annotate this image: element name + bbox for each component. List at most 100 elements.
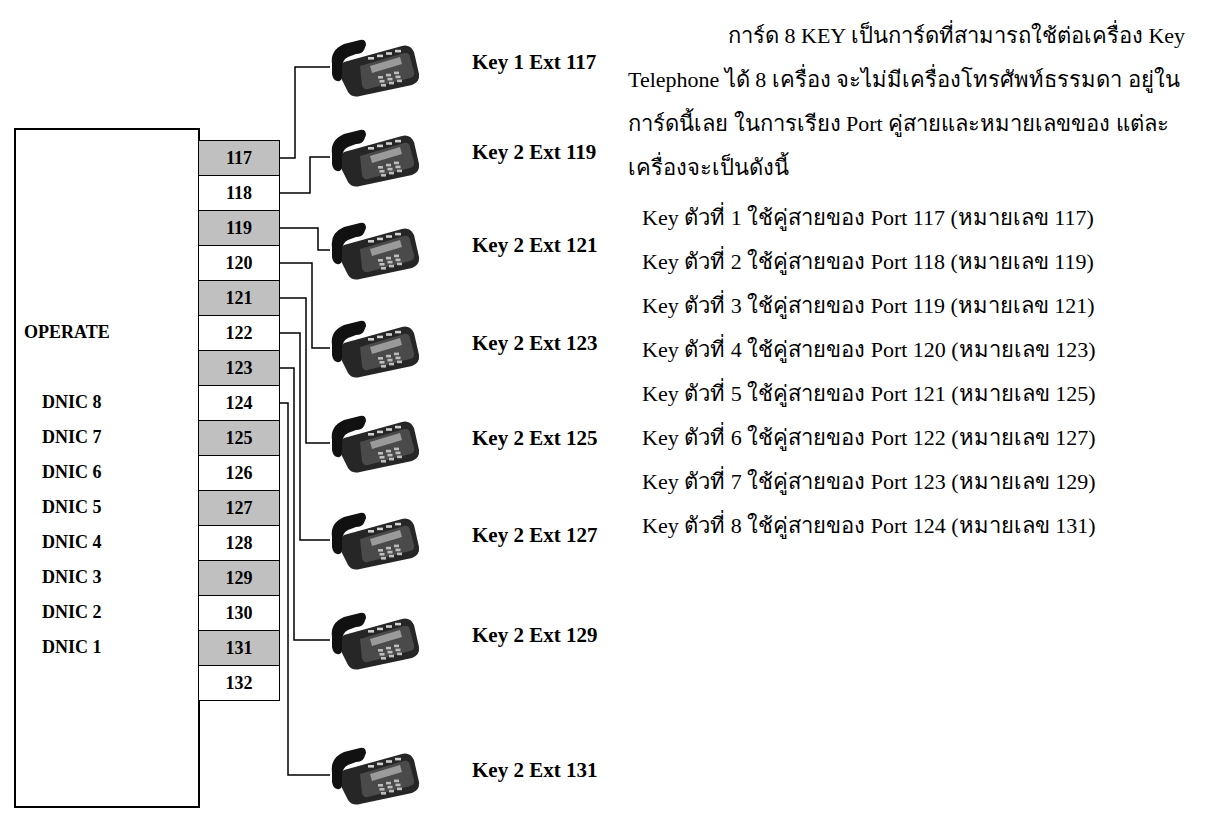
phone-softkey: [395, 331, 401, 334]
phone-key: [378, 649, 383, 652]
phone-key: [378, 784, 383, 787]
phone-key: [396, 452, 401, 455]
wire: [280, 263, 330, 348]
phone-key: [389, 265, 394, 268]
phone-key: [381, 792, 386, 795]
extension-label: Key 2 Ext 119: [472, 140, 596, 165]
phone-key: [380, 653, 385, 656]
phone-softkey: [386, 333, 392, 336]
phone-softkey: [377, 628, 383, 631]
phone-softkey: [386, 760, 392, 763]
dnic-label: DNIC 7: [42, 420, 102, 455]
phone-key: [397, 80, 402, 83]
phone-display: [370, 240, 402, 256]
phone-softkey: [377, 238, 383, 241]
key-telephone: Key 2 Ext 123: [330, 317, 420, 379]
phone-key: [389, 458, 394, 461]
phone-key: [378, 549, 383, 552]
phone-face: [360, 53, 414, 89]
phone-key: [386, 257, 391, 260]
phone-softkey: [386, 428, 392, 431]
dnic-label: DNIC 1: [42, 630, 102, 665]
phone-display: [370, 765, 402, 781]
phone-key: [381, 557, 386, 560]
port-number: 118: [226, 183, 252, 204]
phone-softkey: [386, 235, 392, 238]
phone-display: [370, 630, 402, 646]
phone-face: [360, 526, 414, 562]
port-cell: 131: [198, 630, 280, 666]
phone-key: [388, 551, 393, 554]
phone-display: [370, 530, 402, 546]
phone-key: [388, 454, 393, 457]
key-telephone: Key 2 Ext 125: [330, 412, 420, 474]
phone-key: [381, 174, 386, 177]
phone-key: [388, 168, 393, 171]
extension-label: Key 2 Ext 127: [472, 523, 597, 548]
phone-key: [397, 456, 402, 459]
phone-icon: [330, 412, 420, 474]
phone-softkey: [368, 630, 374, 633]
phone-key: [388, 786, 393, 789]
port-cell: 119: [198, 210, 280, 246]
port-cell: 129: [198, 560, 280, 596]
phone-softkey: [377, 763, 383, 766]
phone-key: [394, 72, 399, 75]
port-list-item: Key ตัวที่ 6 ใช้คู่สายของ Port 122 (หมาย…: [642, 416, 1095, 460]
extension-label: Key 2 Ext 123: [472, 331, 597, 356]
wire: [280, 67, 330, 158]
line-card: OPERATEDNIC 8DNIC 7DNIC 6DNIC 5DNIC 4DNI…: [14, 128, 200, 808]
extension-label: Key 2 Ext 129: [472, 623, 597, 648]
port-list-item: Key ตัวที่ 3 ใช้คู่สายของ Port 119 (หมาย…: [642, 284, 1095, 328]
phone-key: [394, 780, 399, 783]
phone-face: [360, 429, 414, 465]
phone-display: [370, 338, 402, 354]
phone-softkey: [386, 52, 392, 55]
phone-handset: [332, 416, 366, 457]
port-list-item: Key ตัวที่ 2 ใช้คู่สายของ Port 118 (หมาย…: [642, 240, 1094, 284]
key-telephone: Key 2 Ext 119: [330, 126, 420, 188]
port-number: 128: [226, 533, 253, 554]
phone-icon: [330, 126, 420, 188]
phone-key: [388, 359, 393, 362]
dnic-label: DNIC 2: [42, 595, 102, 630]
phone-icon: [330, 36, 420, 98]
phone-softkey: [368, 240, 374, 243]
phone-icon: [330, 609, 420, 671]
phone-key: [389, 655, 394, 658]
phone-key: [380, 553, 385, 556]
phone-handset: [332, 130, 366, 171]
port-list-item: Key ตัวที่ 4 ใช้คู่สายของ Port 120 (หมาย…: [642, 328, 1095, 372]
port-cell: 123: [198, 350, 280, 386]
port-number: 120: [226, 253, 253, 274]
phone-key: [389, 363, 394, 366]
phone-handset: [332, 613, 366, 654]
phone-softkey: [395, 50, 401, 53]
port-number: 121: [226, 288, 253, 309]
phone-key: [396, 784, 401, 787]
phone-softkey: [368, 433, 374, 436]
port-cell: 118: [198, 175, 280, 211]
phone-face: [360, 334, 414, 370]
port-list-item: Key ตัวที่ 7 ใช้คู่สายของ Port 123 (หมาย…: [642, 460, 1095, 504]
phone-softkey: [395, 426, 401, 429]
phone-key: [388, 261, 393, 264]
port-number: 127: [226, 498, 253, 519]
phone-key: [389, 172, 394, 175]
port-number: 131: [226, 638, 253, 659]
phone-key: [397, 653, 402, 656]
port-number: 132: [226, 673, 253, 694]
wire: [280, 157, 330, 193]
port-cell: 125: [198, 420, 280, 456]
port-cell: 130: [198, 595, 280, 631]
phone-key: [378, 166, 383, 169]
phone-key: [397, 170, 402, 173]
phone-key: [389, 82, 394, 85]
phone-softkey: [386, 625, 392, 628]
phone-key: [380, 788, 385, 791]
phone-key: [397, 788, 402, 791]
port-cell: 117: [198, 140, 280, 176]
phone-key: [381, 365, 386, 368]
phone-key: [389, 555, 394, 558]
